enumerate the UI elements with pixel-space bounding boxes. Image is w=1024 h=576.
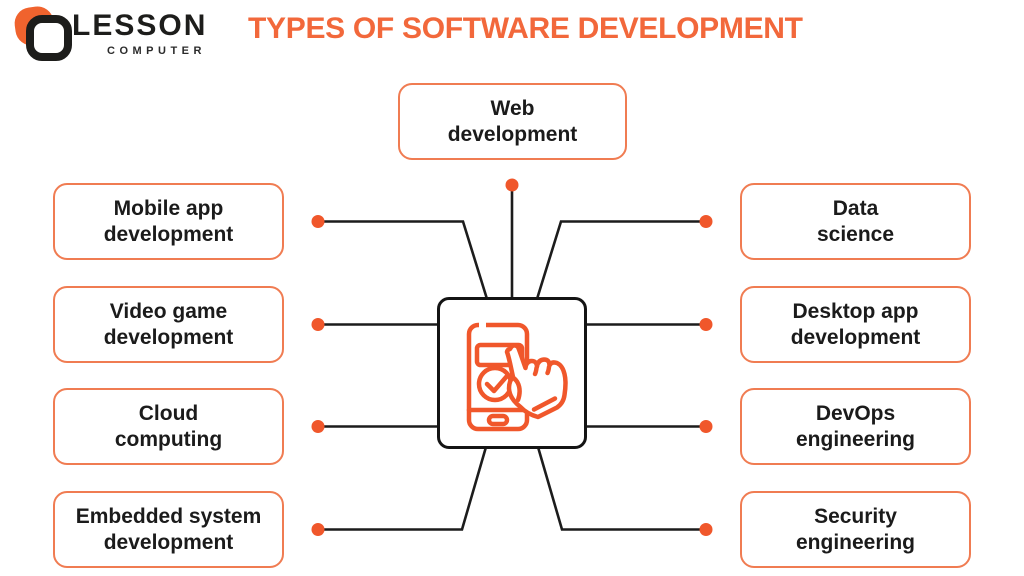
connector-dot xyxy=(311,318,325,331)
hand-cuff-line xyxy=(531,395,558,412)
page-title: TYPES OF SOFTWARE DEVELOPMENT xyxy=(248,12,803,45)
connector-dot xyxy=(699,318,713,331)
connector-dot xyxy=(505,178,519,192)
node-label-line: Data xyxy=(832,196,879,220)
node-label-line: computing xyxy=(114,427,223,451)
node-label-line: development xyxy=(103,530,234,554)
node-devops-engineering: DevOps engineering xyxy=(740,388,971,465)
node-security-engineering: Security engineering xyxy=(740,491,971,568)
logo-black-ring xyxy=(26,15,72,61)
phone-top-gap xyxy=(479,320,486,330)
connector-line xyxy=(536,446,706,531)
node-label-line: engineering xyxy=(795,530,916,554)
connector-line xyxy=(318,220,489,300)
connector-lines xyxy=(318,185,706,531)
node-label-line: Desktop app xyxy=(792,299,919,323)
node-label-line: Mobile app xyxy=(113,196,224,220)
node-label-line: development xyxy=(103,325,234,349)
hand-knuckle-line xyxy=(532,365,539,376)
check-circle xyxy=(476,365,514,402)
connector-line xyxy=(318,446,488,531)
node-label-line: development xyxy=(447,122,578,146)
node-label-line: Security xyxy=(814,504,897,528)
node-video-game-development: Video game development xyxy=(53,286,284,363)
node-data-science: Data science xyxy=(740,183,971,260)
connector-dot xyxy=(311,215,325,228)
node-label-line: Embedded system xyxy=(75,504,262,528)
connector-dot xyxy=(311,523,325,536)
connector-dot xyxy=(699,420,713,433)
logo-wordmark: LESSON xyxy=(72,9,208,42)
node-web-development: Web development xyxy=(398,83,627,160)
node-embedded-system-development: Embedded system development xyxy=(53,491,284,568)
connector-dot xyxy=(699,523,713,536)
node-label-line: DevOps xyxy=(815,401,896,425)
node-cloud-computing: Cloud computing xyxy=(53,388,284,465)
home-button xyxy=(486,413,510,426)
node-label-line: engineering xyxy=(795,427,916,451)
node-label-line: development xyxy=(790,325,921,349)
node-desktop-app-development: Desktop app development xyxy=(740,286,971,363)
node-label-line: Cloud xyxy=(138,401,199,425)
node-label-line: science xyxy=(816,222,895,246)
connector-dot xyxy=(311,420,325,433)
node-label-line: development xyxy=(103,222,234,246)
logo-subtitle: COMPUTER xyxy=(107,45,206,57)
connector-dots xyxy=(311,178,713,536)
connector-dot xyxy=(699,215,713,228)
hand-knuckle-line xyxy=(545,364,552,375)
node-mobile-app-development: Mobile app development xyxy=(53,183,284,260)
node-label-line: Web xyxy=(490,96,535,120)
phone-tap-check-icon xyxy=(466,320,568,431)
lesson-computer-logo-icon xyxy=(14,6,72,61)
connector-line xyxy=(535,220,706,300)
logo: LESSON COMPUTER xyxy=(10,4,225,66)
node-label-line: Video game xyxy=(109,299,228,323)
hand-thumb-line xyxy=(511,375,522,402)
check-mark xyxy=(484,373,510,393)
hub-box xyxy=(437,297,587,449)
